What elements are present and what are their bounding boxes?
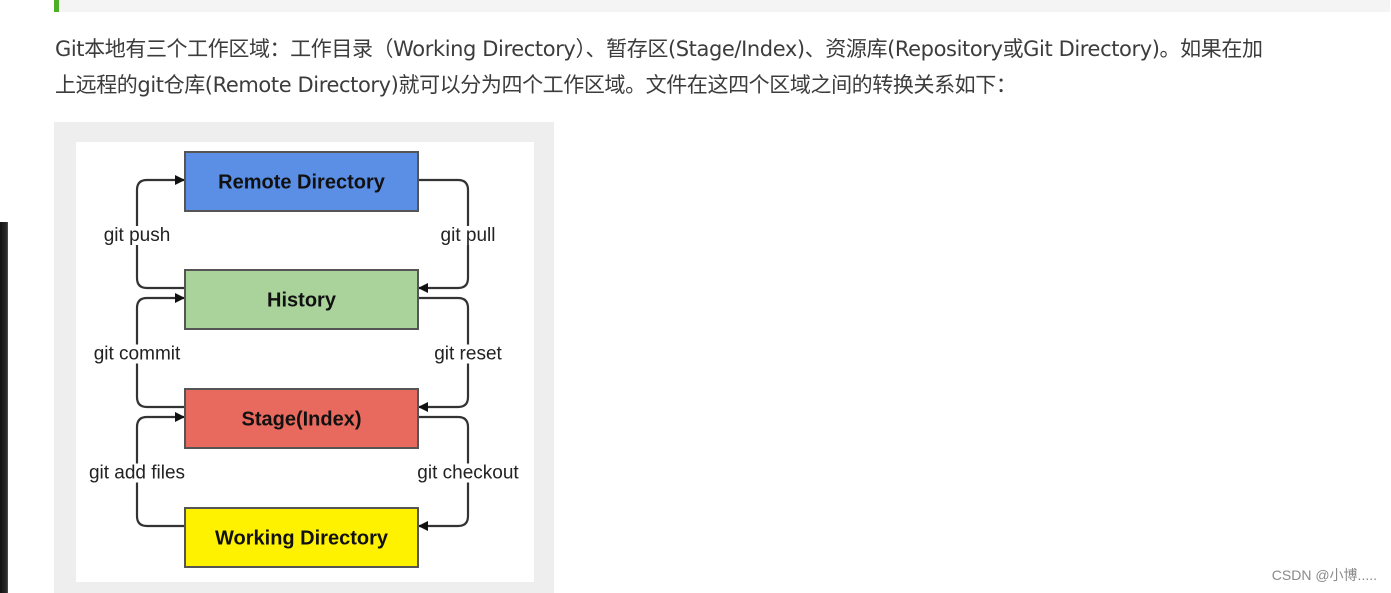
edge-git-commit: git commit bbox=[91, 293, 185, 409]
edge-git-pull: git pull bbox=[418, 178, 498, 293]
edge-git-add-files: git add files bbox=[86, 412, 188, 528]
edge-git-commit-label: git commit bbox=[94, 344, 181, 365]
edge-git-reset: git reset bbox=[418, 296, 505, 412]
blockquote-accent bbox=[54, 0, 59, 12]
box-working-label: Working Directory bbox=[215, 528, 389, 550]
edge-git-push: git push bbox=[101, 175, 185, 290]
blockquote-bar bbox=[54, 0, 1390, 12]
edge-git-commit-label-bg bbox=[91, 344, 183, 364]
edge-git-pull-label-bg bbox=[438, 226, 498, 245]
box-stage-label: Stage(Index) bbox=[241, 409, 361, 431]
watermark: CSDN @小博..... bbox=[1271, 567, 1377, 583]
paragraph-line-1: Git本地有三个工作区域：工作目录（Working Directory）、暂存区… bbox=[55, 37, 1263, 61]
box-working: Working Directory bbox=[184, 507, 419, 568]
paragraph-line-2: 上远程的git仓库(Remote Directory)就可以分为四个工作区域。文… bbox=[55, 73, 1017, 97]
intro-paragraph: Git本地有三个工作区域：工作目录（Working Directory）、暂存区… bbox=[55, 31, 1385, 103]
edge-git-checkout-label: git checkout bbox=[417, 463, 519, 484]
box-remote-label: Remote Directory bbox=[218, 172, 386, 194]
window-edge bbox=[0, 222, 8, 593]
edge-git-checkout: git checkout bbox=[415, 415, 522, 531]
edge-git-pull-label: git pull bbox=[441, 225, 496, 246]
edge-git-add-files-label: git add files bbox=[89, 463, 185, 484]
box-stage: Stage(Index) bbox=[184, 388, 419, 449]
box-remote: Remote Directory bbox=[184, 151, 419, 212]
box-stage-rect bbox=[184, 388, 419, 449]
edge-git-reset-label: git reset bbox=[434, 344, 502, 365]
box-history-rect bbox=[184, 269, 419, 330]
edge-git-add-files-label-bg bbox=[86, 463, 188, 483]
box-remote-rect bbox=[184, 151, 419, 212]
box-history: History bbox=[184, 269, 419, 330]
box-history-label: History bbox=[267, 290, 337, 312]
edge-git-checkout-label-bg bbox=[415, 463, 522, 483]
edge-git-reset-label-bg bbox=[432, 344, 505, 364]
edge-git-push-label: git push bbox=[104, 225, 171, 246]
box-working-rect bbox=[184, 507, 419, 568]
edge-git-push-label-bg bbox=[101, 226, 173, 245]
